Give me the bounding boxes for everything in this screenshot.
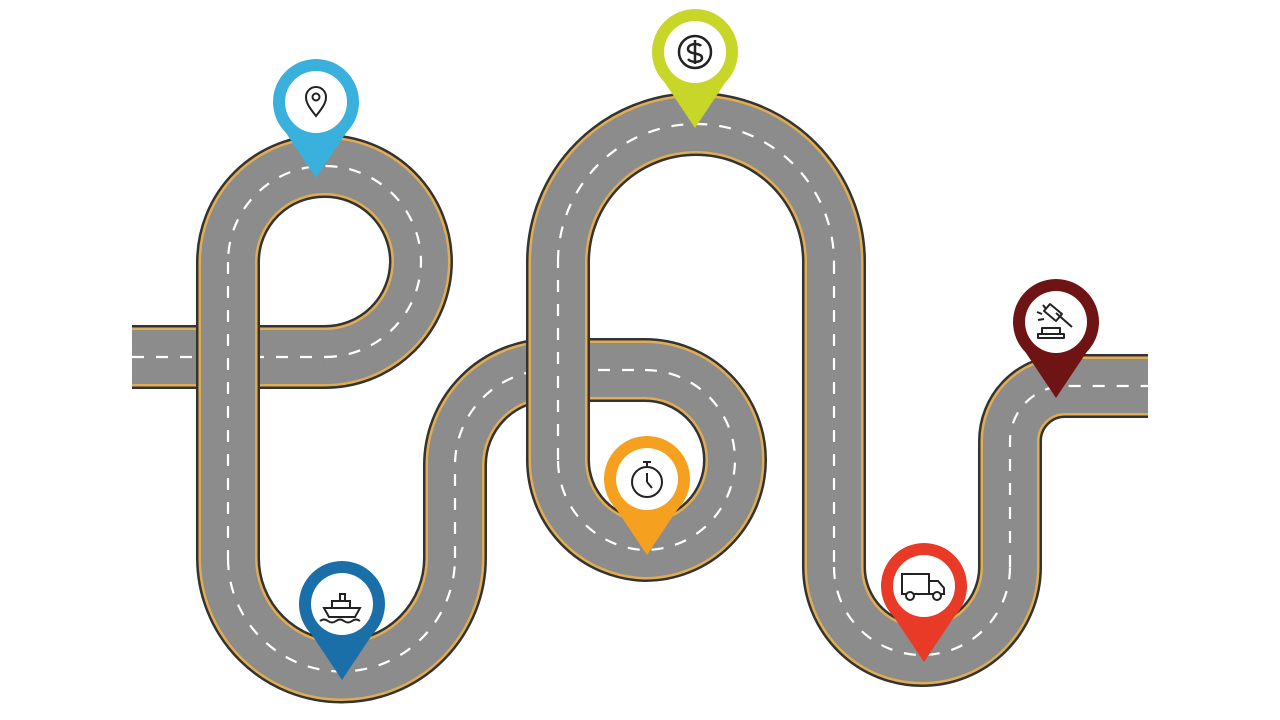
milestone-pin bbox=[604, 436, 690, 555]
winding-road bbox=[132, 92, 1148, 704]
lane-divider bbox=[226, 164, 423, 359]
milestone-pin bbox=[273, 59, 359, 178]
gavel-icon bbox=[1036, 303, 1073, 339]
milestone-pin bbox=[881, 543, 967, 662]
dollar-icon bbox=[677, 34, 713, 70]
lane-divider bbox=[1008, 384, 1148, 567]
milestone-pin bbox=[1013, 279, 1099, 398]
truck-icon bbox=[901, 573, 945, 601]
location-pin-icon bbox=[304, 86, 328, 118]
ship-icon bbox=[319, 593, 362, 624]
road-segment bbox=[526, 338, 768, 583]
road-segment bbox=[196, 134, 454, 389]
milestone-pin bbox=[299, 561, 385, 680]
road-segment bbox=[978, 354, 1148, 567]
stopwatch-icon bbox=[631, 461, 663, 498]
road-segment bbox=[526, 92, 866, 263]
milestone-pins bbox=[273, 9, 1099, 680]
milestone-pin bbox=[652, 9, 738, 128]
